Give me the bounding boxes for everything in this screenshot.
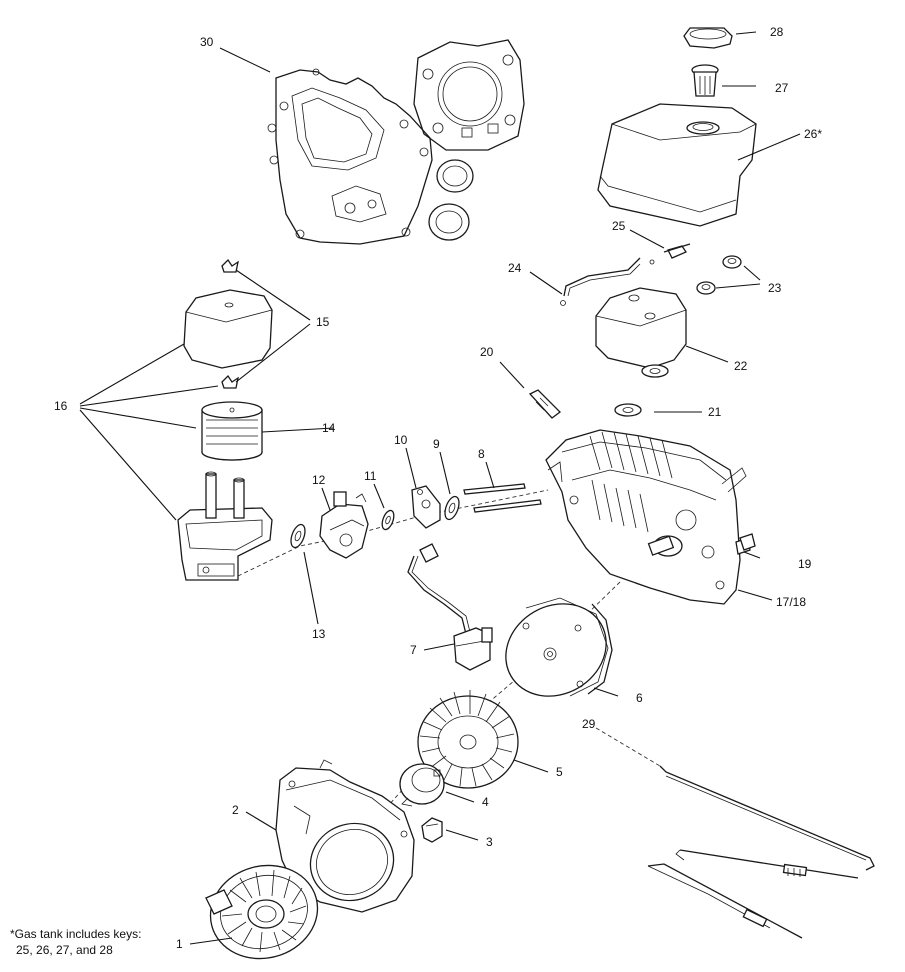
callout-21: 21 [708, 405, 722, 419]
callout-20: 20 [480, 345, 494, 359]
fuel-strainer-icon [691, 64, 719, 97]
leader-lines [79, 31, 801, 945]
air-cleaner-assembly-icon [177, 289, 273, 581]
callout-23: 23 [768, 281, 782, 295]
gasket-icon [614, 364, 669, 417]
callout-29: 29 [582, 717, 596, 731]
callout-27: 27 [775, 81, 789, 95]
gas-tank-footnote: *Gas tank includes keys: 25, 26, 27, and… [10, 926, 141, 958]
air-filter-element-icon [201, 401, 263, 461]
callout-22: 22 [734, 359, 748, 373]
callout-4: 4 [482, 795, 489, 809]
starter-cup-nut-icon [421, 817, 443, 843]
callout-24: 24 [508, 261, 522, 275]
carburetor-spacer-icon [411, 485, 441, 529]
recoil-starter-icon [205, 864, 319, 960]
callout-25: 25 [612, 219, 626, 233]
starter-cup-icon [399, 763, 445, 807]
callout-26: 26* [804, 127, 822, 141]
studs-icon [463, 483, 542, 513]
governor-spring-icon [595, 727, 875, 939]
callout-13: 13 [312, 627, 326, 641]
callout-14: 14 [322, 421, 336, 435]
cooling-fan-icon [417, 690, 519, 789]
flywheel-icon [505, 597, 613, 697]
callout-16: 16 [54, 399, 68, 413]
gas-cap-icon [683, 27, 733, 49]
callout-3: 3 [486, 835, 493, 849]
callout-30: 30 [200, 35, 214, 49]
fuel-valve-icon [649, 243, 691, 265]
ignition-coil-icon [407, 543, 493, 671]
callout-15: 15 [316, 315, 330, 329]
spark-plug-icon [528, 389, 561, 419]
callout-8: 8 [478, 447, 485, 461]
callout-19: 19 [798, 557, 812, 571]
wing-nut-icon [221, 258, 239, 389]
heat-shield-icon [595, 287, 687, 369]
engine-block-icon [545, 429, 751, 605]
gas-tank-icon [597, 103, 757, 227]
gasket-icon [290, 523, 306, 549]
callout-10: 10 [394, 433, 408, 447]
footnote-line-1: *Gas tank includes keys: [10, 927, 142, 941]
callout-9: 9 [433, 437, 440, 451]
callout-11: 11 [364, 469, 377, 483]
oil-fill-cap-icon [739, 533, 756, 551]
intake-axis-line [237, 489, 549, 577]
callout-12: 12 [312, 473, 326, 487]
gasket-set-icon [267, 39, 525, 245]
gasket-icon [444, 495, 460, 521]
gasket-icon [381, 509, 395, 531]
spacer-icon [696, 255, 742, 295]
callout-28: 28 [770, 25, 784, 39]
footnote-line-2: 25, 26, 27, and 28 [16, 943, 113, 957]
callout-5: 5 [556, 765, 563, 779]
callout-7: 7 [410, 643, 417, 657]
callout-2: 2 [232, 803, 239, 817]
callout-1: 1 [176, 937, 183, 951]
carburetor-icon [319, 491, 369, 559]
fuel-line-icon [560, 257, 641, 306]
callout-labels: 28 27 26* 25 23 24 22 20 21 19 17/18 8 9… [54, 25, 822, 951]
callout-6: 6 [636, 691, 643, 705]
callout-17-18: 17/18 [776, 595, 806, 609]
blower-housing-icon [275, 759, 415, 913]
